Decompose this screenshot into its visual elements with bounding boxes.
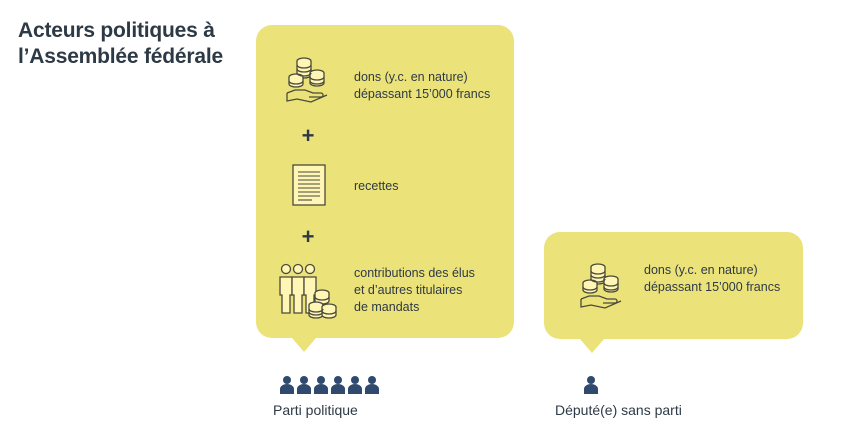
independent-financing-bubble: dons (y.c. en nature) dépassant 15’000 f… [544, 232, 803, 353]
party-revenues-label: recettes [354, 178, 398, 195]
party-contributions-label: contributions des élus et d’autres titul… [354, 265, 475, 316]
party-contributions-line-2: et d’autres titulaires [354, 283, 463, 297]
party-revenues-line-1: recettes [354, 179, 399, 193]
page-title: Acteurs politiques à l’Assemblée fédéral… [18, 18, 223, 70]
independent-donations-label: dons (y.c. en nature) dépassant 15’000 f… [644, 262, 780, 296]
party-donations-line-1: dons (y.c. en nature) [354, 70, 468, 84]
party-bubble-tail [292, 338, 316, 352]
party-financing-bubble: dons (y.c. en nature) dépassant 15’000 f… [256, 25, 514, 352]
coins-hand-icon [284, 51, 332, 112]
party-caption: Parti politique [273, 402, 358, 418]
party-donations-label: dons (y.c. en nature) dépassant 15’000 f… [354, 69, 490, 103]
title-line-1: Acteurs politiques à [18, 19, 215, 42]
people-coins-icon [278, 263, 338, 326]
independent-caption: Député(e) sans parti [555, 402, 682, 418]
party-contributions-line-3: de mandats [354, 300, 420, 314]
party-donations-line-2: dépassant 15’000 francs [354, 87, 491, 101]
independent-member-icon [582, 375, 600, 400]
party-members-icon [279, 375, 383, 400]
plus-sign-1: + [301, 123, 315, 148]
independent-bubble-tail [580, 339, 604, 353]
title-line-2: l’Assemblée fédérale [18, 45, 223, 68]
plus-sign-2: + [301, 224, 315, 249]
coins-hand-icon [578, 257, 626, 318]
independent-donations-line-2: dépassant 15’000 francs [644, 280, 781, 294]
document-icon [292, 164, 326, 211]
party-contributions-line-1: contributions des élus [354, 266, 475, 280]
independent-donations-line-1: dons (y.c. en nature) [644, 263, 758, 277]
